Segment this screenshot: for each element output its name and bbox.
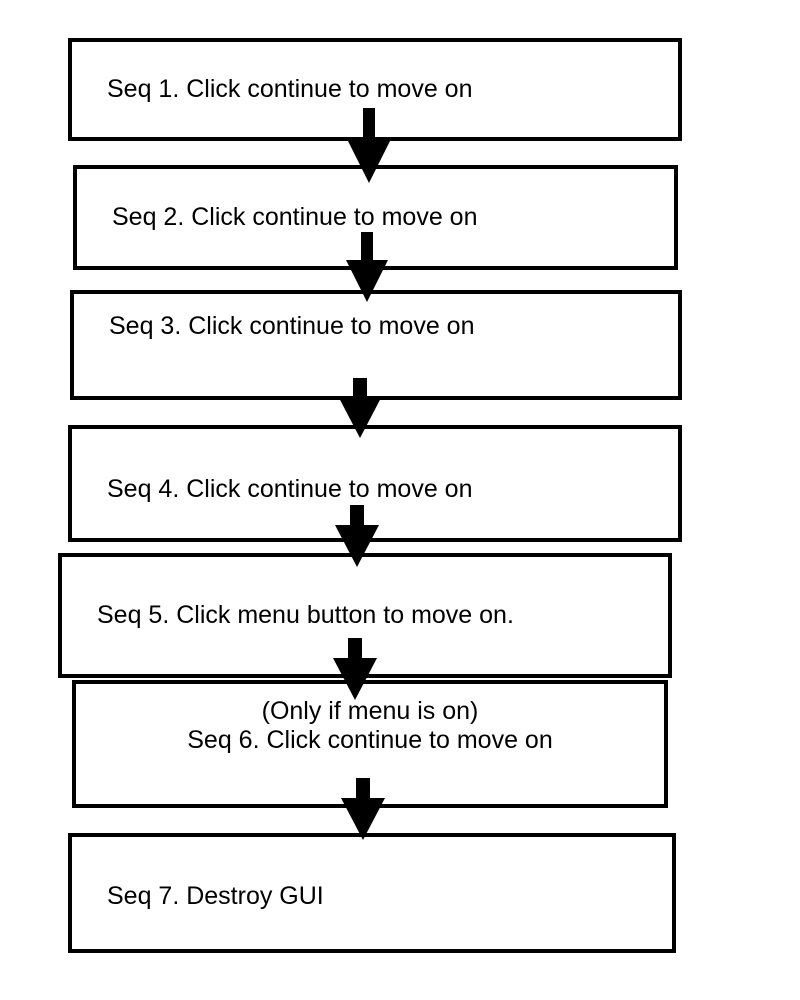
flow-node-line: Seq 7. Destroy GUI <box>107 882 324 911</box>
flow-node-label: Seq 1. Click continue to move on <box>72 75 678 105</box>
flow-node-line: Seq 1. Click continue to move on <box>107 74 473 103</box>
flow-arrow-icon <box>338 378 382 438</box>
flow-node-label: Seq 5. Click menu button to move on. <box>62 601 668 631</box>
flow-node-label: Seq 2. Click continue to move on <box>77 203 674 233</box>
flow-node-seq5: Seq 5. Click menu button to move on. <box>58 553 672 678</box>
flow-node-seq4: Seq 4. Click continue to move on <box>68 425 682 542</box>
flow-node-line: (Only if menu is on) <box>261 696 479 725</box>
flow-node-line: Seq 3. Click continue to move on <box>109 312 475 341</box>
flow-node-line: Seq 2. Click continue to move on <box>112 202 478 231</box>
flow-node-label: Seq 3. Click continue to move on <box>74 312 678 342</box>
flow-node-seq6: (Only if menu is on)Seq 6. Click continu… <box>72 680 668 808</box>
flow-arrow-icon <box>346 232 388 302</box>
flow-node-line: Seq 4. Click continue to move on <box>107 474 473 503</box>
flow-node-label: (Only if menu is on)Seq 6. Click continu… <box>76 697 664 756</box>
flow-arrow-icon <box>348 108 390 183</box>
flow-node-seq3: Seq 3. Click continue to move on <box>70 290 682 400</box>
flow-node-label: Seq 7. Destroy GUI <box>72 882 672 912</box>
flow-node-line: Seq 5. Click menu button to move on. <box>97 600 514 629</box>
flow-node-label: Seq 4. Click continue to move on <box>72 475 678 505</box>
flow-arrow-icon <box>333 638 377 700</box>
flow-node-seq7: Seq 7. Destroy GUI <box>68 833 676 953</box>
flow-arrow-icon <box>341 778 385 840</box>
flow-arrow-icon <box>335 505 379 567</box>
flow-node-line: Seq 6. Click continue to move on <box>187 726 553 754</box>
